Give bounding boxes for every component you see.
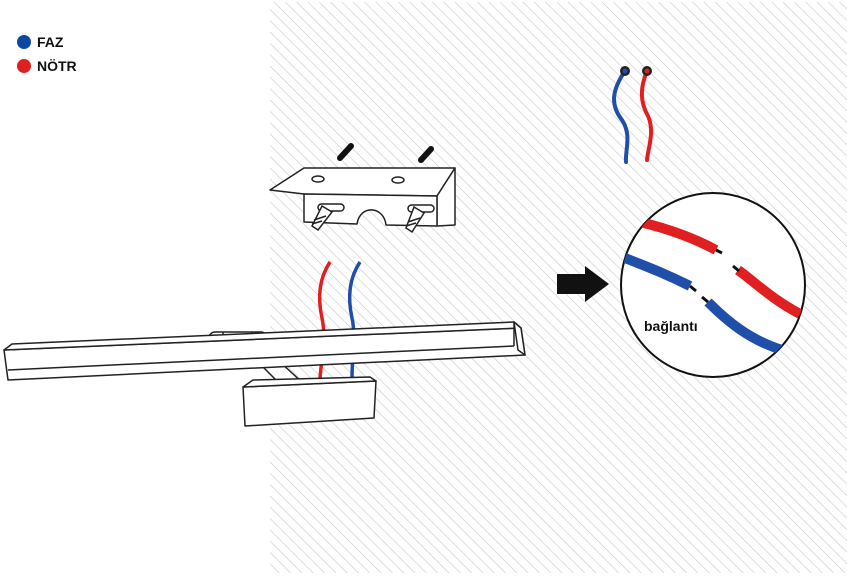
wall-plugs — [337, 143, 434, 163]
lamp-base — [242, 376, 377, 427]
legend-item-faz: FAZ — [17, 30, 77, 54]
legend-item-notr: NÖTR — [17, 54, 77, 78]
detail-neutral-right — [735, 265, 803, 319]
detail-phase-right — [704, 298, 784, 355]
wall-phase-wire — [612, 69, 630, 164]
connection-label: bağlantı — [644, 318, 698, 334]
arrow-right-icon — [557, 266, 609, 302]
wall-neutral-wire — [639, 69, 654, 162]
wall-wires — [612, 66, 654, 164]
faz-dot-icon — [17, 35, 31, 49]
bracket-screws — [311, 204, 426, 234]
notr-dot-icon — [17, 59, 31, 73]
lamp-bar — [3, 321, 526, 381]
legend-label-notr: NÖTR — [37, 58, 77, 74]
legend: FAZ NÖTR — [17, 30, 77, 78]
connection-detail — [620, 192, 806, 378]
detail-phase-left — [623, 253, 693, 291]
detail-neutral-left — [638, 217, 719, 255]
legend-label-faz: FAZ — [37, 34, 64, 50]
